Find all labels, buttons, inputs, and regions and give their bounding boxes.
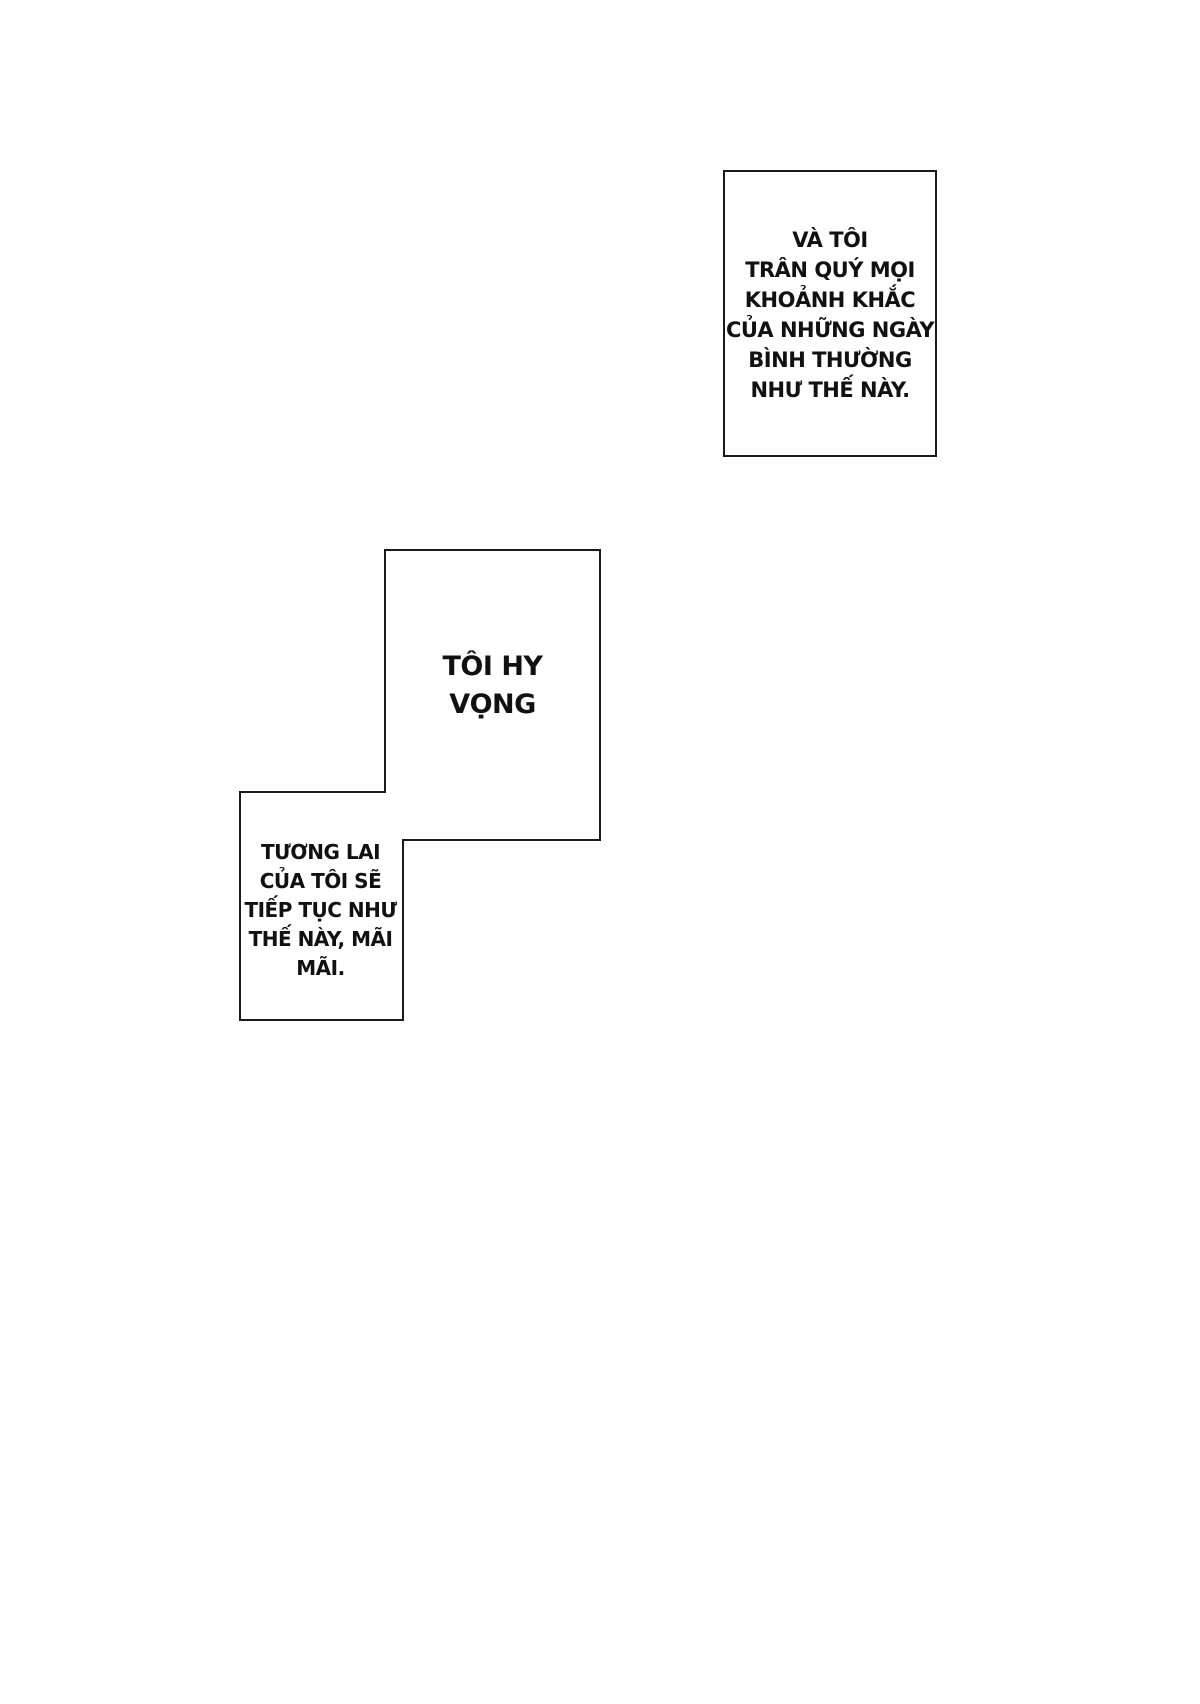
caption-text-hope: TÔI HY VỌNG <box>442 651 543 720</box>
caption-box-top-right <box>723 170 937 457</box>
caption-text-cherish: VÀ TÔI TRÂN QUÝ MỌI KHOẢNH KHẮC CỦA NHỮN… <box>725 228 935 402</box>
caption-text-future: TƯƠNG LAI CỦA TÔI SẼ TIẾP TỤC NHƯ THẾ NÀ… <box>244 840 397 980</box>
